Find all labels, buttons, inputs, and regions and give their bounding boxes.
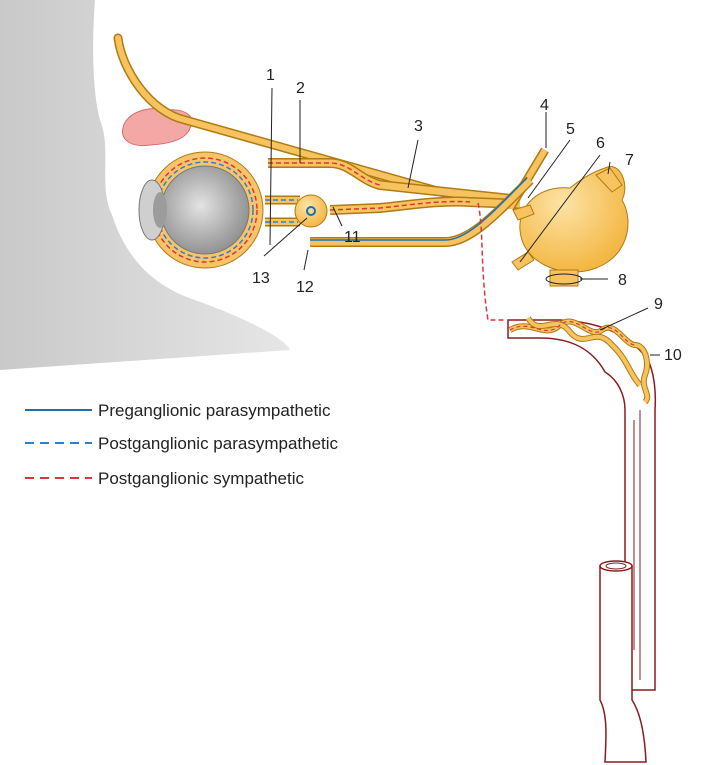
legend-item-postganglionic-parasympathetic: Postganglionic parasympathetic [25, 434, 339, 453]
label-6: 6 [596, 135, 605, 152]
legend-item-preganglionic-parasympathetic: Preganglionic parasympathetic [25, 401, 331, 420]
label-1: 1 [266, 67, 275, 84]
legend: Preganglionic parasympathetic Postgangli… [25, 401, 339, 488]
legend-label: Postganglionic sympathetic [98, 469, 305, 488]
label-9: 9 [654, 296, 663, 313]
label-3: 3 [414, 118, 423, 135]
eye [139, 152, 263, 268]
label-4: 4 [540, 97, 549, 114]
label-12: 12 [296, 279, 314, 296]
lacrimal-gland [123, 108, 193, 145]
label-7: 7 [625, 152, 634, 169]
label-10: 10 [664, 347, 682, 364]
label-2: 2 [296, 80, 305, 97]
label-11: 11 [344, 229, 361, 246]
legend-label: Preganglionic parasympathetic [98, 401, 331, 420]
nerve-branch-2 [268, 163, 520, 200]
legend-item-postganglionic-sympathetic: Postganglionic sympathetic [25, 469, 305, 488]
label-8: 8 [618, 272, 627, 289]
ciliary-ganglion [295, 195, 327, 227]
label-5: 5 [566, 121, 575, 138]
legend-label: Postganglionic parasympathetic [98, 434, 339, 453]
label-13: 13 [252, 270, 270, 287]
artery [508, 320, 655, 762]
nerve-branch-3 [330, 202, 520, 210]
